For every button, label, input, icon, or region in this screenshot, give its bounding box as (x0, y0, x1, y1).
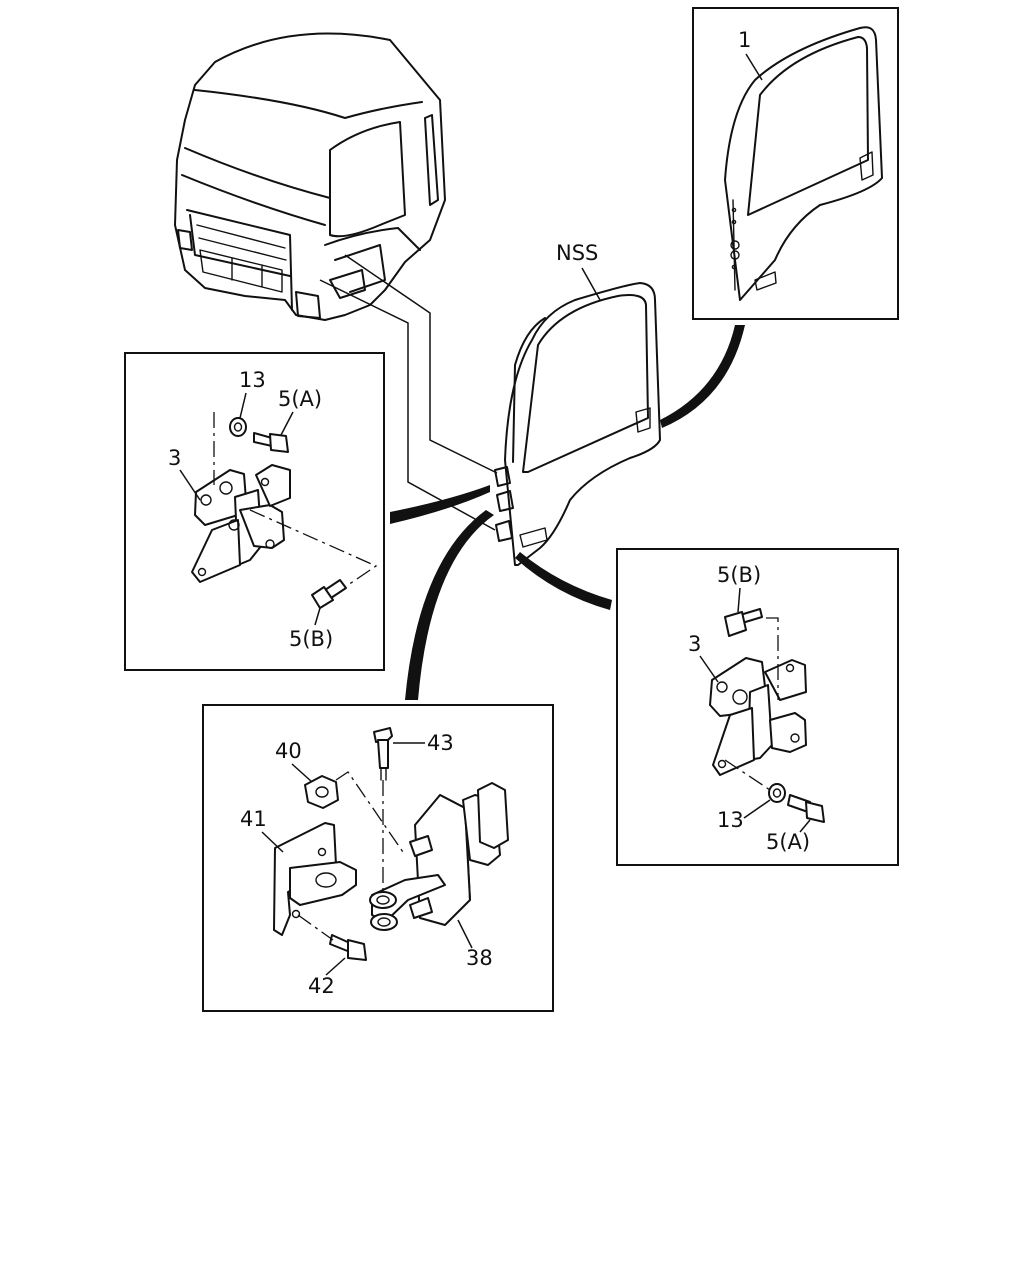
cab-to-door-leader-upper (344, 254, 498, 474)
washer-upper (229, 417, 247, 437)
nut-40 (304, 775, 339, 809)
upper-hinge-assembly (191, 464, 291, 583)
leader-bolt-a-upper (280, 411, 294, 436)
connector-upper-hinge (390, 485, 490, 524)
label-nss: NSS (556, 241, 598, 265)
label-bolt-a-upper: 5(A) (278, 387, 322, 411)
checker-38 (369, 782, 509, 931)
leader-bolt-b-lower (737, 587, 741, 613)
leader-checker (457, 919, 473, 949)
label-bolt-a-lower: 5(A) (766, 830, 810, 854)
screw-42 (329, 934, 367, 961)
leader-bolt-a-lower (799, 819, 811, 833)
axis-lower-bolt (766, 617, 779, 700)
label-hinge-lower: 3 (688, 632, 701, 656)
axis-upper-bolt (249, 509, 378, 586)
leader-nss (581, 267, 601, 301)
bolt-5a-upper (253, 432, 289, 453)
leader-door-panel (745, 53, 763, 81)
label-pin: 43 (427, 731, 454, 755)
axis-screw (297, 914, 334, 941)
label-bolt-b-upper: 5(B) (289, 627, 333, 651)
leader-bracket (261, 831, 284, 853)
label-bracket: 41 (240, 807, 267, 831)
label-bolt-b-lower: 5(B) (717, 563, 761, 587)
connector-lower-hinge (515, 552, 612, 610)
label-hinge-upper: 3 (168, 446, 181, 470)
label-screw: 42 (308, 974, 335, 998)
label-checker: 38 (466, 946, 493, 970)
truck-cab-illustration (174, 32, 446, 321)
door-nss-illustration (494, 282, 661, 566)
bracket-41 (273, 822, 357, 936)
leader-washer-lower (743, 799, 771, 819)
leader-nut (291, 763, 313, 783)
leader-washer-upper (239, 392, 247, 419)
bolt-5b-lower (724, 608, 763, 637)
leader-bolt-b-upper (314, 607, 321, 626)
leader-hinge-lower (699, 655, 719, 683)
connector-door-checker (405, 510, 494, 700)
label-nut: 40 (275, 739, 302, 763)
bolt-5b-upper (311, 579, 347, 609)
axis-lower-washer (724, 759, 771, 791)
label-door-panel: 1 (738, 28, 751, 52)
leader-screw (325, 957, 346, 976)
pin-43 (373, 727, 393, 781)
bolt-5a-lower (787, 794, 825, 823)
label-washer-upper: 13 (239, 368, 266, 392)
washer-lower (768, 783, 786, 803)
door-panel-illustration (724, 26, 883, 301)
leader-hinge-upper (179, 469, 201, 501)
axis-nut (335, 771, 406, 856)
label-washer-lower: 13 (717, 808, 744, 832)
connector-door-panel-to-door (660, 325, 745, 428)
